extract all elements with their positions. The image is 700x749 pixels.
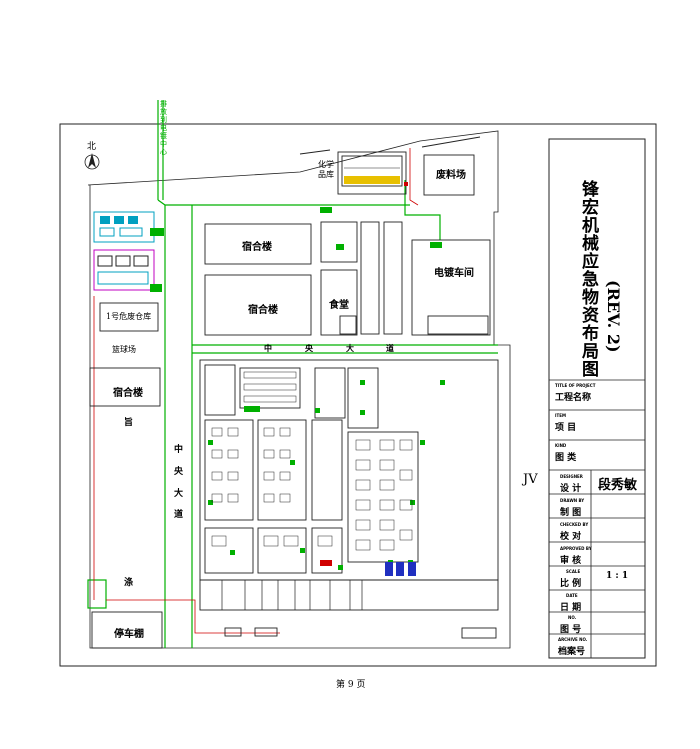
tb-archive-en: ARCHIVE NO. xyxy=(558,637,588,642)
sheet-frame xyxy=(59,123,657,667)
tb-scale-value: 1 : 1 xyxy=(606,571,629,581)
road-h-4: 道 xyxy=(386,343,394,353)
basketball-label: 篮球场 xyxy=(112,345,136,354)
tb-no-en: NO. xyxy=(568,615,577,620)
title-block-frame xyxy=(548,138,646,659)
left-compound-equipment xyxy=(93,211,164,292)
road-h-2: 央 xyxy=(305,343,313,353)
parking-label: 停车棚 xyxy=(114,629,144,640)
tb-date-cn: 日 期 xyxy=(560,603,582,613)
side-mark: JV xyxy=(523,472,538,487)
title-block-rows xyxy=(549,379,645,658)
tb-approved-en: APPROVED BY xyxy=(560,546,592,551)
hazwaste-label: 1号危废仓库 xyxy=(106,312,152,321)
tb-scale-en: SCALE xyxy=(566,569,581,574)
tb-archive-cn: 档案号 xyxy=(558,647,586,657)
tb-checked-en: CHECKED BY xyxy=(560,522,589,527)
buildings xyxy=(89,136,499,649)
page-footer: 第 9 页 xyxy=(336,680,366,690)
tb-drawn-cn: 制 图 xyxy=(560,508,582,518)
road-v-3: 大 xyxy=(174,489,184,499)
waste-yard-label: 废料场 xyxy=(436,170,466,181)
north-label: 北 xyxy=(87,142,97,152)
canteen-label: 食堂 xyxy=(329,300,349,311)
drawing-revision: (REV. 2) xyxy=(604,280,623,353)
dorm-1-label: 宿合楼 xyxy=(242,242,272,253)
blue-equipment xyxy=(320,560,416,576)
machine-grid xyxy=(211,371,413,551)
red-lines xyxy=(93,148,419,634)
tb-no-cn: 图 号 xyxy=(560,625,582,635)
tb-project-en: TITLE OF PROJECT xyxy=(555,383,596,388)
drain-note: 排放到电镀中心 xyxy=(160,100,167,156)
tb-project-cn: 工程名称 xyxy=(555,393,592,403)
road-h-1: 中 xyxy=(264,343,272,353)
tb-item-cn: 项 目 xyxy=(555,423,577,433)
chem-store-label: 化学品库 xyxy=(318,160,334,179)
tb-date-en: DATE xyxy=(566,593,578,598)
dorm-2-label: 宿合楼 xyxy=(248,305,278,316)
road-v-4: 道 xyxy=(174,510,184,520)
dorm-3-label: 宿合楼 xyxy=(113,388,143,399)
tb-checked-cn: 校 对 xyxy=(560,532,582,542)
road-v-2: 央 xyxy=(174,467,184,477)
tb-item-en: ITEM xyxy=(555,413,566,418)
chem-store-equipment xyxy=(344,167,408,186)
tb-kind-en: KIND xyxy=(555,443,567,448)
emergency-markers xyxy=(208,207,445,570)
tb-kind-cn: 图 类 xyxy=(555,453,577,463)
tb-approved-cn: 审 核 xyxy=(560,556,582,566)
tb-designer-name: 段秀敏 xyxy=(598,478,638,493)
tb-designer-en: DESIGNER xyxy=(560,474,583,479)
left-mark-2: 涤 xyxy=(124,578,134,588)
green-network xyxy=(87,100,498,648)
plating-label: 电镀车间 xyxy=(434,268,474,279)
north-arrow xyxy=(84,153,100,170)
road-h-3: 大 xyxy=(346,343,354,353)
tb-designer-cn: 设 计 xyxy=(560,484,582,494)
tb-scale-cn: 比 例 xyxy=(560,579,582,589)
drawing-title: 锋宏机械应急物资布局图 xyxy=(578,180,598,378)
left-mark-1: 旨 xyxy=(124,418,134,428)
road-v-1: 中 xyxy=(174,445,184,455)
site-boundary xyxy=(87,130,511,649)
office-strip xyxy=(221,580,363,610)
tb-drawn-en: DRAWN BY xyxy=(560,498,585,503)
